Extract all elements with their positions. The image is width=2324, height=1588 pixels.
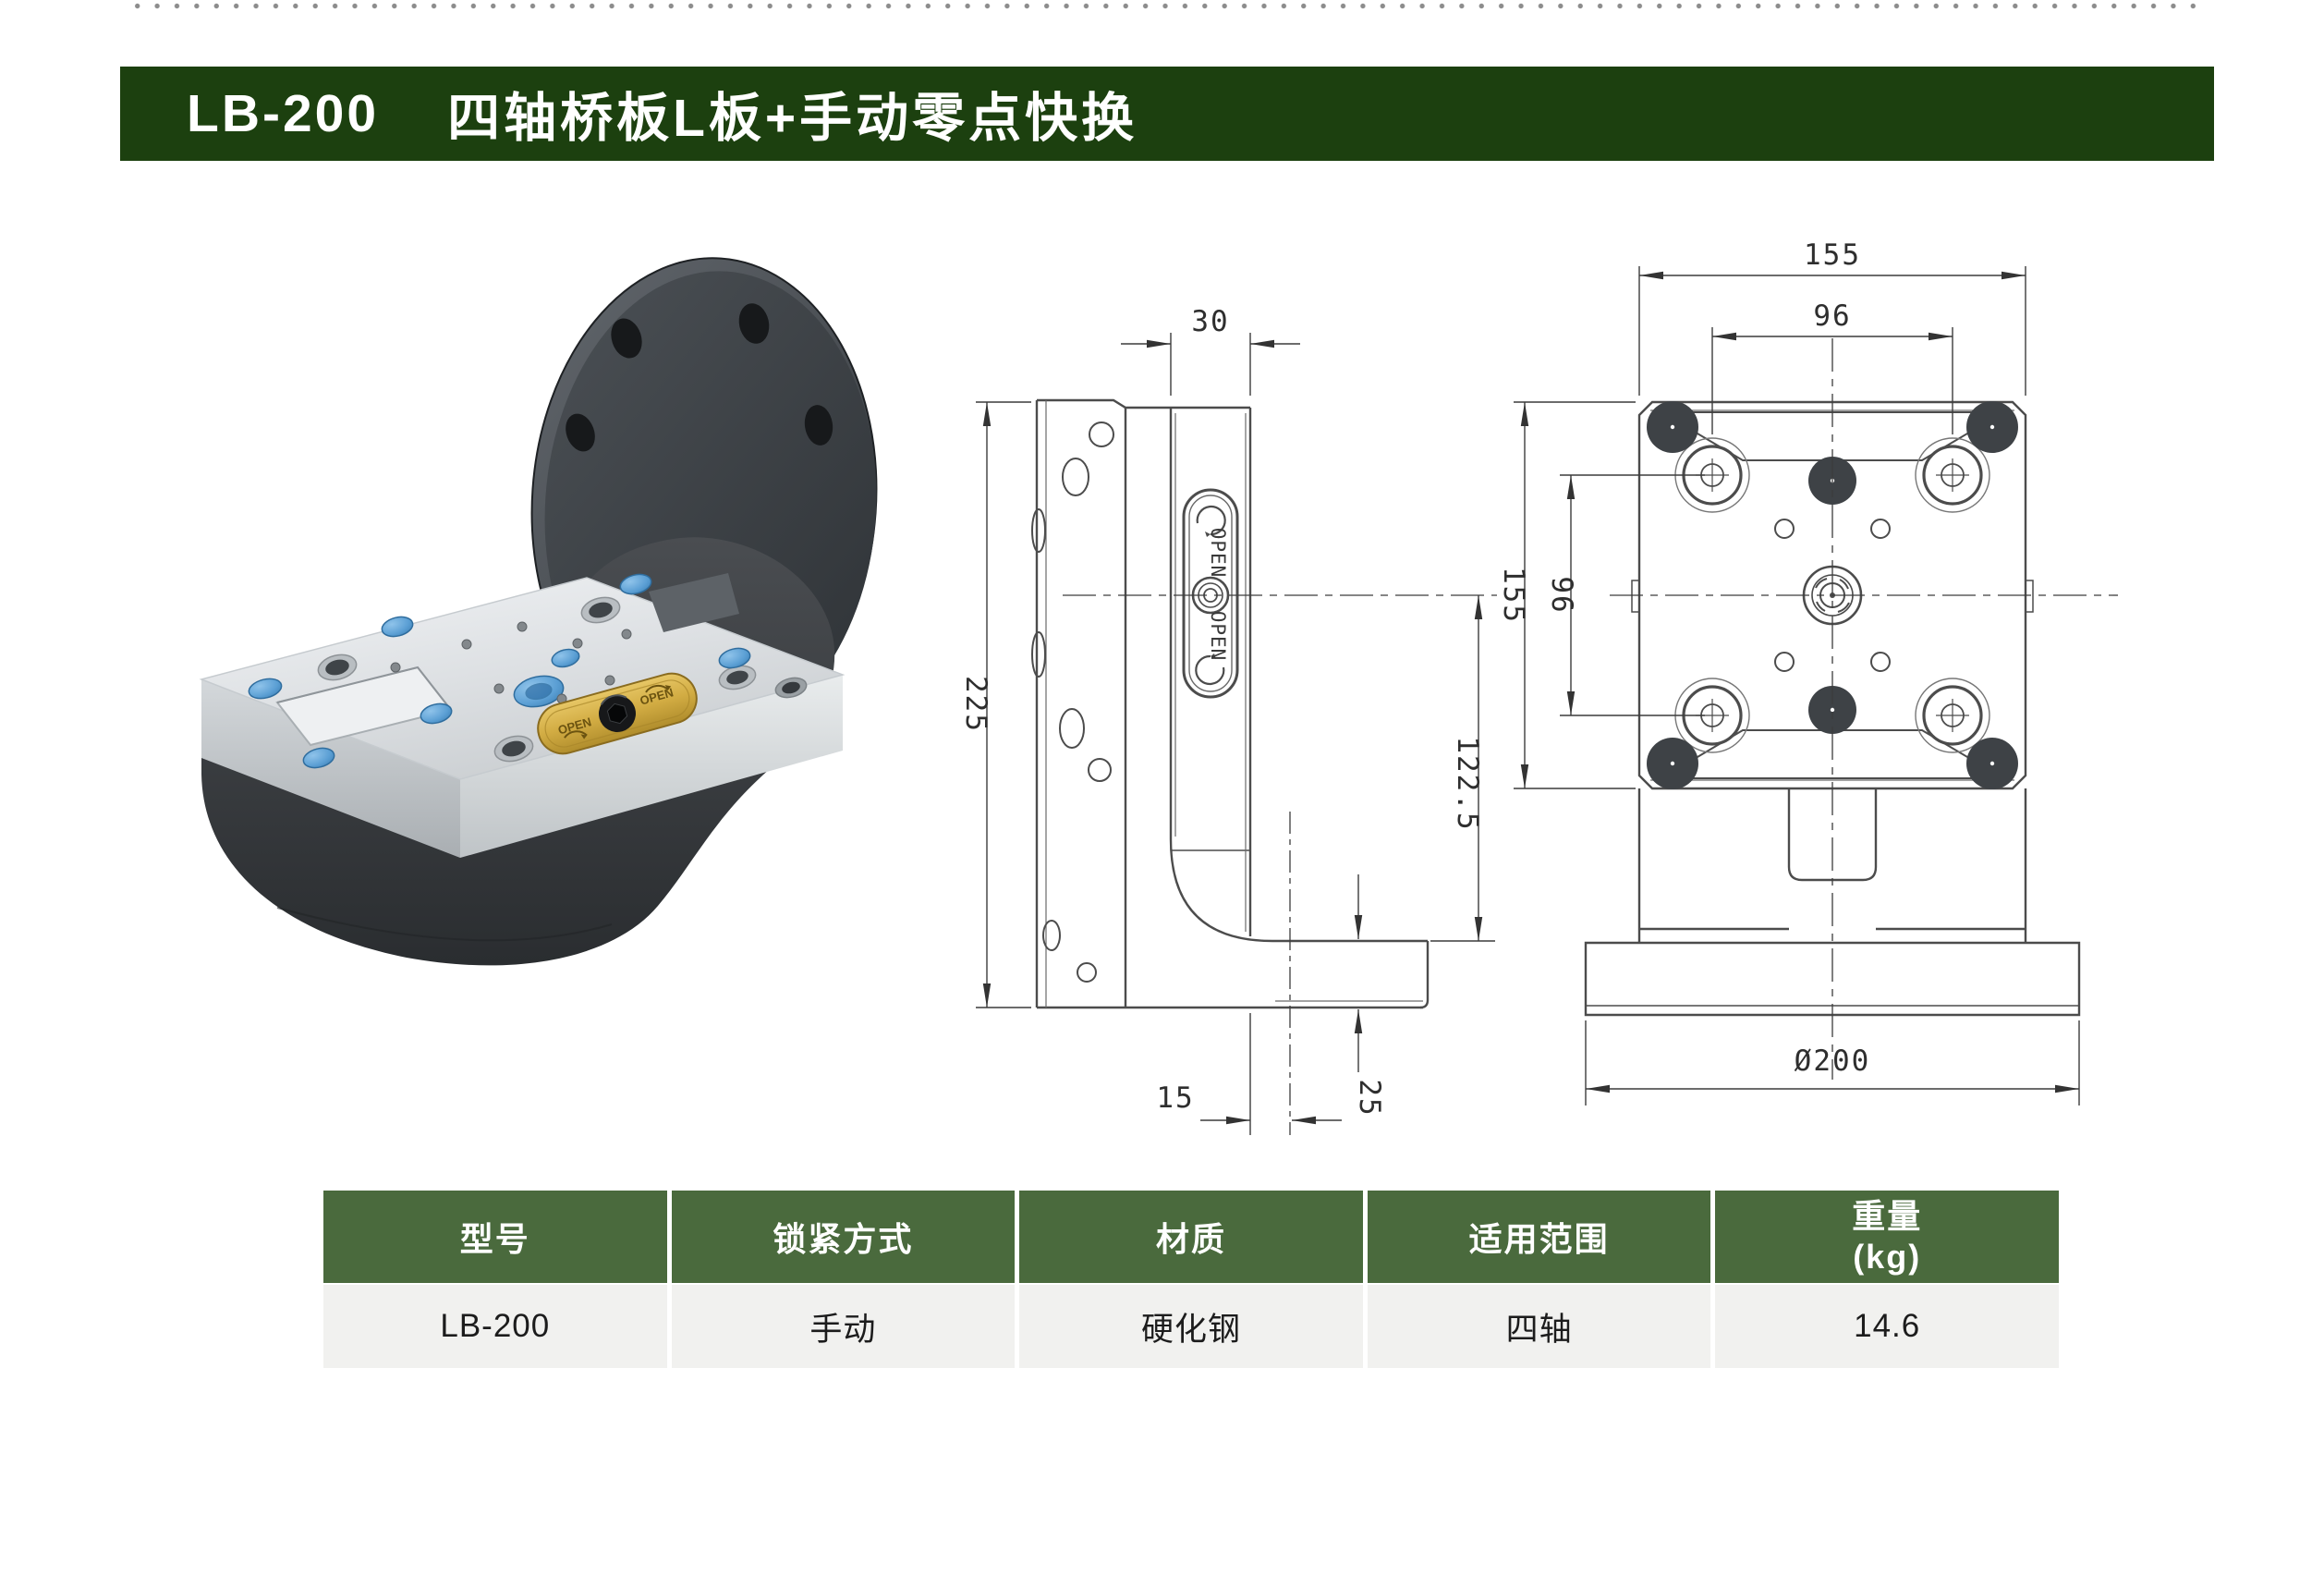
front-dimension-labels: 155 96 155 96 Ø200	[1497, 238, 1871, 1078]
side-open-top-label: OPEN	[1207, 528, 1229, 579]
page-title-model: LB-200	[187, 84, 380, 143]
spec-cell-model: LB-200	[323, 1285, 667, 1368]
bracket-notch	[649, 573, 739, 632]
product-photo: OPEN OPEN	[199, 257, 878, 966]
dim-label-15: 15	[1156, 1081, 1194, 1115]
plate-counterbores	[317, 596, 808, 763]
dim-label-96-top: 96	[1813, 299, 1851, 333]
spec-header-locking-label: 锁紧方式	[773, 1220, 914, 1258]
dim-label-diameter-200: Ø200	[1795, 1044, 1871, 1078]
spec-header-weight-line2: (kg)	[1853, 1238, 1922, 1276]
spec-cell-locking: 手动	[671, 1285, 1016, 1368]
title-bar: LB-200 四轴桥板L板+手动零点快换	[120, 67, 2214, 161]
plate-set-screws	[390, 621, 632, 704]
spec-cell-material: 硬化钢	[1019, 1285, 1363, 1368]
side-open-bottom-label: OPEN	[1207, 611, 1229, 662]
front-view-drawing: 155 96 155 96 Ø200	[1497, 238, 2118, 1105]
dim-label-96-left: 96	[1545, 576, 1578, 614]
page-title-name: 四轴桥板L板+手动零点快换	[447, 89, 1138, 148]
spec-header-model-label: 型号	[459, 1220, 530, 1258]
front-dimensions	[1514, 266, 2080, 1105]
spec-header-application-label: 适用范围	[1468, 1220, 1610, 1258]
blue-inserts	[248, 573, 751, 769]
plate-face-left	[201, 679, 460, 858]
side-view-drawing: OPEN OPEN	[959, 305, 1497, 1135]
spec-table: 型号 锁紧方式 材质 适用范围 重量 (kg) LB-200 手动 硬化钢 四轴…	[323, 1191, 2059, 1368]
side-holes	[1031, 421, 1114, 983]
clamp-receivers	[1674, 437, 1990, 753]
spec-cell-application: 四轴	[1367, 1285, 1711, 1368]
spec-header-application: 适用范围	[1367, 1191, 1711, 1283]
gold-open-plate: OPEN OPEN	[537, 672, 698, 755]
plate-face-front	[460, 675, 843, 858]
side-dimension-labels: 30 225 122.5 15 25	[959, 305, 1484, 1118]
dim-label-122-5: 122.5	[1451, 736, 1484, 831]
spec-cell-weight: 14.6	[1715, 1285, 2059, 1368]
open-slot: OPEN OPEN	[1182, 488, 1239, 699]
dim-label-30: 30	[1191, 305, 1229, 338]
spec-header-model: 型号	[323, 1191, 667, 1283]
spec-header-material-label: 材质	[1155, 1220, 1226, 1258]
spec-header-weight-line1: 重量	[1852, 1197, 1923, 1235]
top-dotted-border	[128, 2, 2208, 10]
dim-label-225: 225	[959, 676, 992, 733]
small-holes	[1774, 519, 1891, 672]
spec-header-material: 材质	[1019, 1191, 1363, 1283]
dim-label-25: 25	[1353, 1079, 1386, 1117]
spec-header-weight: 重量 (kg)	[1715, 1191, 2059, 1283]
spec-header-locking: 锁紧方式	[671, 1191, 1016, 1283]
dim-label-155-left: 155	[1497, 567, 1530, 624]
side-dimensions	[976, 333, 1495, 1135]
dim-label-155-top: 155	[1804, 238, 1861, 272]
